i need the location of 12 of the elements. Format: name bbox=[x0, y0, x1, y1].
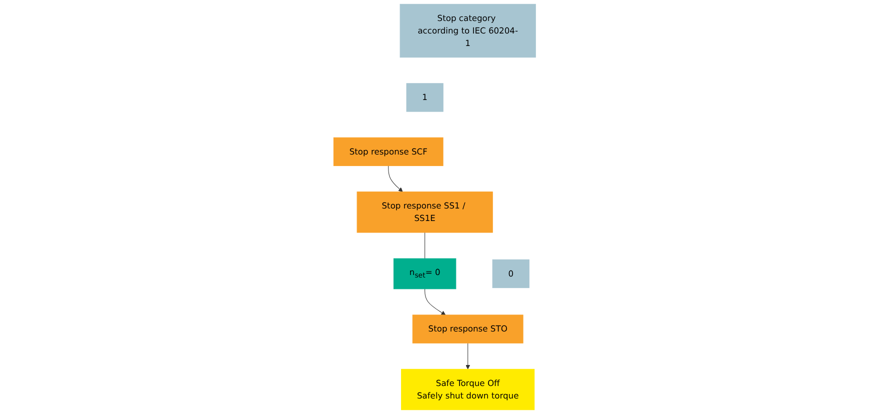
arrow bbox=[388, 166, 404, 192]
node-box: Stop response SCF bbox=[334, 137, 444, 166]
node-box: Stop category according to IEC 60204-1 bbox=[400, 4, 536, 58]
node-box: 1 bbox=[406, 83, 444, 112]
arrow bbox=[466, 342, 470, 370]
node-box: Stop response SS1 / SS1E bbox=[357, 192, 494, 233]
arrow bbox=[424, 288, 446, 316]
node-box: n$_{set}$= 0 bbox=[394, 258, 456, 290]
connector bbox=[424, 232, 426, 259]
node-box: 0 bbox=[492, 259, 530, 288]
node-box: Safe Torque Off Safely shut down torque bbox=[401, 368, 535, 410]
node-box: Stop response STO bbox=[412, 314, 524, 344]
